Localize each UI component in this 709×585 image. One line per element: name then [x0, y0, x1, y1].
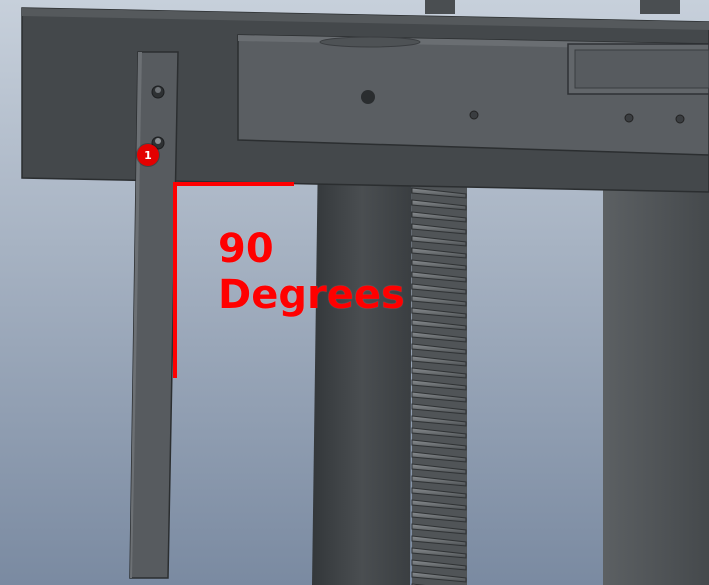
screw-thread [411, 283, 467, 295]
screw-thread [411, 211, 467, 223]
screw-thread [411, 451, 467, 463]
screw-thread [411, 499, 467, 511]
screw-thread [411, 475, 467, 487]
screw-thread [411, 511, 467, 523]
screw-thread [411, 319, 467, 331]
screw-thread [411, 199, 467, 211]
screw-thread [411, 391, 467, 403]
screw-thread [411, 559, 467, 571]
hole [469, 110, 479, 120]
hole [624, 113, 634, 123]
threaded-screw [411, 180, 467, 585]
screw-thread [411, 463, 467, 475]
screw-thread [411, 271, 467, 283]
screw-thread [411, 439, 467, 451]
rear-post [603, 180, 709, 585]
screw-thread [411, 343, 467, 355]
screw-thread [411, 415, 467, 427]
top-slot [319, 36, 421, 48]
angle-value: 90 [218, 226, 274, 272]
screw-thread [411, 535, 467, 547]
screw-thread [411, 235, 467, 247]
screw-thread [411, 547, 467, 559]
screw-thread [411, 223, 467, 235]
screw-thread [411, 379, 467, 391]
screw-thread [411, 259, 467, 271]
angle-annotation-label: 90 Degrees [218, 226, 405, 318]
screw-thread [411, 331, 467, 343]
screw-thread [411, 307, 467, 319]
screw-thread [411, 247, 467, 259]
hole [675, 114, 685, 124]
central-post [312, 150, 412, 585]
screw-thread [411, 427, 467, 439]
screw-thread [411, 487, 467, 499]
callout-marker[interactable]: 1 [137, 144, 159, 166]
angle-annotation-lines [173, 182, 294, 378]
frame-beam-top-edge [22, 8, 709, 30]
top-rod-left [425, 0, 455, 14]
screw-thread [411, 571, 467, 583]
screw-thread [411, 403, 467, 415]
screw-thread [411, 187, 467, 199]
screw-thread [411, 295, 467, 307]
top-rod-right [640, 0, 680, 14]
bolt-hole [361, 90, 375, 104]
screw-thread [411, 367, 467, 379]
screw-thread [411, 523, 467, 535]
screw-thread [411, 355, 467, 367]
angle-unit: Degrees [218, 272, 405, 318]
